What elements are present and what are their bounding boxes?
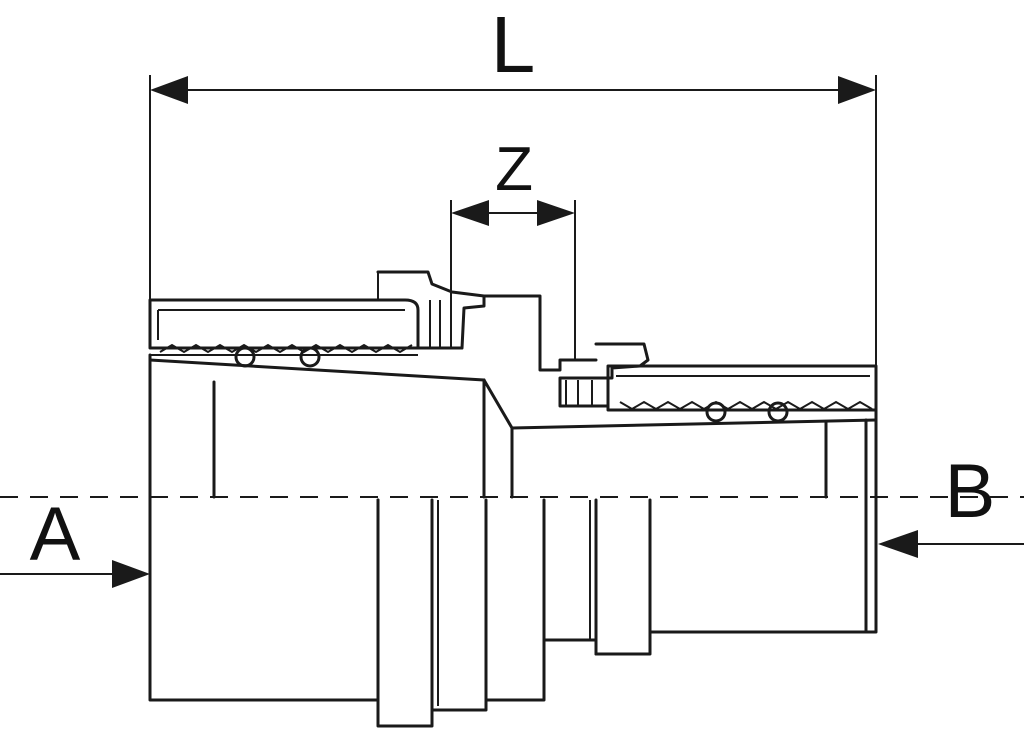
right-oring-1 bbox=[705, 401, 727, 423]
left-sleeve-outer bbox=[148, 298, 420, 350]
left-threads bbox=[159, 343, 413, 354]
left-body-outline bbox=[148, 353, 380, 702]
body-step-outline bbox=[482, 294, 598, 372]
right-collar-outline bbox=[558, 342, 650, 408]
right-oring-2 bbox=[767, 401, 789, 423]
arrowhead-l-left bbox=[150, 76, 188, 104]
arrowhead-z-right bbox=[537, 200, 575, 226]
arrowhead-l-right bbox=[838, 76, 876, 104]
label-outlet: B bbox=[945, 449, 996, 534]
label-insertion: Z bbox=[495, 135, 533, 204]
lower-profile bbox=[376, 408, 878, 728]
label-length: L bbox=[491, 0, 536, 89]
label-inlet: A bbox=[30, 492, 81, 577]
outlet-arrowhead bbox=[878, 530, 918, 558]
body-step bbox=[482, 294, 598, 372]
left-oring-1 bbox=[234, 346, 256, 368]
left-sleeve bbox=[148, 298, 420, 368]
dimension-l: L bbox=[149, 0, 877, 370]
left-bore-taper bbox=[148, 358, 486, 382]
dimension-z: Z bbox=[450, 135, 576, 360]
right-collar bbox=[558, 342, 650, 408]
right-threads bbox=[619, 400, 873, 411]
inlet-arrowhead bbox=[112, 560, 150, 588]
right-body bbox=[510, 418, 878, 634]
right-bore-taper bbox=[510, 418, 878, 430]
left-oring-2 bbox=[299, 346, 321, 368]
arrowhead-z-left bbox=[451, 200, 489, 226]
inlet-marker: A bbox=[0, 492, 150, 588]
right-sleeve bbox=[606, 364, 878, 423]
outlet-marker: B bbox=[878, 449, 1024, 558]
left-body bbox=[148, 353, 514, 702]
lower-stepped-outline bbox=[376, 408, 878, 728]
reduction-taper bbox=[482, 378, 514, 430]
